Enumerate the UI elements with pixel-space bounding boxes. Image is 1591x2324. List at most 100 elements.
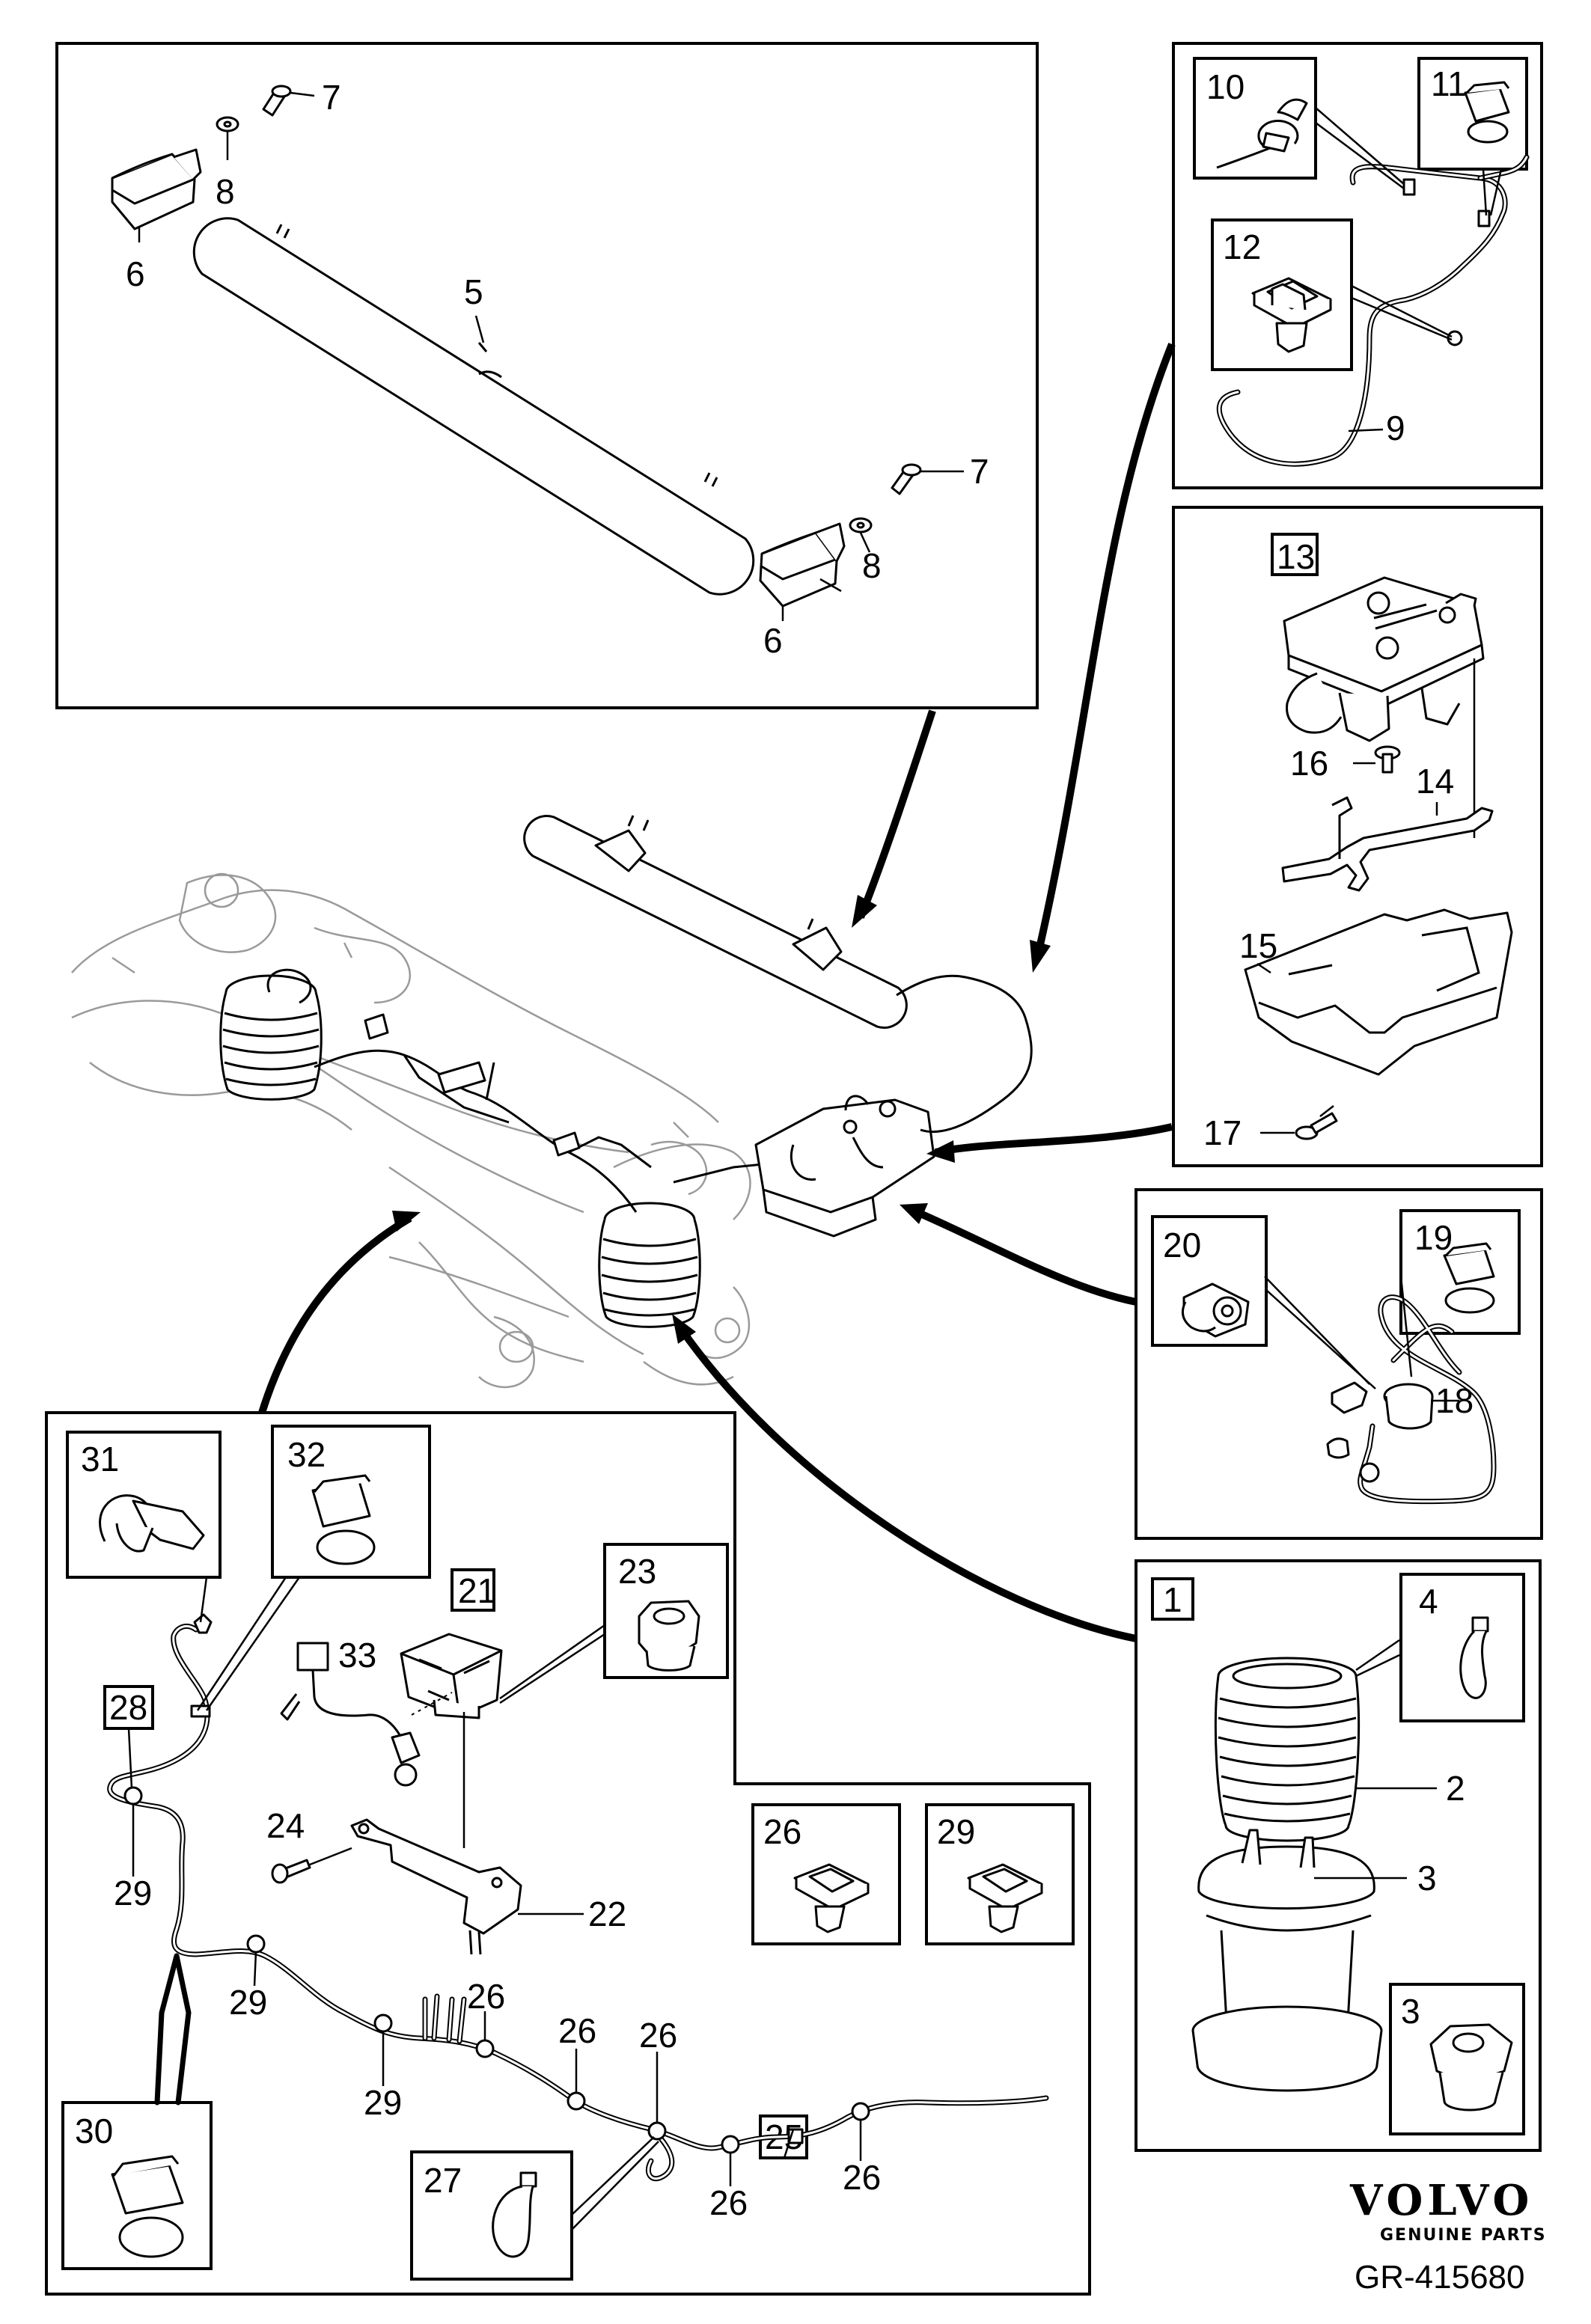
clip-20 [1181, 1282, 1250, 1338]
box-31 [66, 1431, 222, 1579]
label-13: 13 [1277, 537, 1315, 576]
label-18: 18 [1435, 1381, 1474, 1420]
screw-17 [1260, 1105, 1338, 1140]
box-27 [410, 2150, 573, 2281]
bellows-2 [1214, 1657, 1361, 1842]
cable-tie-4 [1459, 1616, 1489, 1699]
harness-main [107, 1613, 1049, 2182]
bracket-14 [1281, 796, 1494, 892]
bolt-upper [262, 85, 315, 117]
label-15: 15 [1239, 926, 1277, 965]
strut-top-3 [1191, 1829, 1383, 2092]
screw-16 [1353, 745, 1401, 774]
label-8-upper: 8 [216, 172, 235, 211]
label-31: 31 [81, 1440, 119, 1479]
label-7-lower: 7 [970, 452, 989, 491]
label-32: 32 [287, 1435, 326, 1474]
washer-upper [216, 116, 239, 160]
box-13 [1271, 533, 1319, 576]
label-2: 2 [1446, 1769, 1465, 1808]
cover-15 [1244, 908, 1513, 1076]
label-11: 11 [1431, 64, 1467, 103]
clamp-30 [111, 2155, 184, 2258]
clip-26 [793, 1863, 870, 1933]
frame-reservoir [55, 42, 1039, 709]
harness-33 [280, 1642, 453, 1787]
reservoir-assembled [523, 815, 908, 1029]
label-30: 30 [75, 2112, 113, 2150]
label-4: 4 [1419, 1582, 1438, 1621]
label-17: 17 [1203, 1113, 1242, 1152]
clip-10 [1216, 98, 1308, 169]
compressor-assembled [754, 1095, 935, 1238]
label-26-a: 26 [467, 1977, 505, 2016]
compressor-13 [1283, 576, 1485, 742]
label-23: 23 [618, 1552, 656, 1591]
frame-wiring [45, 1411, 1091, 2296]
label-26-box: 26 [763, 1812, 801, 1851]
label-29-b: 29 [229, 1983, 267, 2022]
label-16: 16 [1290, 744, 1328, 783]
clip-29 [967, 1863, 1043, 1933]
nut-3 [1429, 2023, 1513, 2112]
frame-air-spring [1135, 1559, 1542, 2152]
label-19: 19 [1414, 1218, 1453, 1257]
reservoir-tank [192, 217, 755, 596]
label-29-c: 29 [364, 2083, 402, 2122]
clip-31 [99, 1494, 205, 1553]
label-27: 27 [424, 2161, 462, 2200]
clip-12 [1251, 277, 1332, 353]
washer-lower [849, 517, 873, 553]
air-spring-rear-right [598, 1202, 701, 1328]
label-9: 9 [1386, 409, 1405, 447]
wiring-on-subframe [266, 968, 764, 1213]
box-1 [1151, 1577, 1194, 1621]
mount-bracket-upper [111, 148, 202, 242]
label-3-box: 3 [1401, 1992, 1420, 2031]
mount-bracket-lower [759, 522, 846, 621]
box-21 [451, 1568, 495, 1612]
pointer-arrows [258, 343, 1176, 1642]
screw-24 [271, 1847, 352, 1884]
clamp-19 [1443, 1242, 1495, 1314]
label-22: 22 [588, 1895, 626, 1933]
label-33: 33 [338, 1636, 376, 1675]
box-4 [1399, 1573, 1525, 1722]
label-12: 12 [1223, 227, 1261, 266]
label-7-upper: 7 [322, 78, 341, 117]
label-21: 21 [458, 1571, 496, 1610]
label-3: 3 [1417, 1859, 1437, 1898]
label-24: 24 [266, 1806, 305, 1845]
label-14: 14 [1416, 762, 1454, 801]
grommet-23 [638, 1600, 700, 1672]
brand-tagline: GENUINE PARTS [1380, 2226, 1547, 2245]
diagram-reference: GR-415680 [1355, 2259, 1524, 2296]
label-26-d: 26 [709, 2183, 748, 2222]
frame-pipe-18 [1135, 1188, 1543, 1540]
label-5: 5 [464, 272, 483, 311]
label-26-e: 26 [843, 2158, 881, 2197]
label-26-b: 26 [558, 2011, 596, 2050]
air-spring-rear-left [219, 974, 323, 1101]
bolt-lower [891, 463, 964, 495]
label-26-c: 26 [639, 2016, 677, 2055]
frame-compressor [1172, 506, 1543, 1167]
brand-name: VOLVO [1349, 2176, 1533, 2225]
label-6-lower: 6 [763, 621, 783, 660]
subframe-ghost [71, 872, 751, 1389]
label-8-lower: 8 [862, 546, 882, 585]
pipe-assembled [896, 974, 1033, 1134]
label-6-upper: 6 [126, 254, 145, 293]
cable-tie-27 [492, 2171, 537, 2258]
clamp-32 [311, 1474, 376, 1565]
frame-pipe-9 [1172, 42, 1543, 489]
label-10: 10 [1206, 67, 1245, 106]
pipe-9 [1216, 154, 1530, 467]
label-1: 1 [1163, 1580, 1182, 1619]
relay-21 [400, 1633, 503, 1719]
label-29-a: 29 [114, 1874, 152, 1912]
bracket-22 [350, 1818, 522, 1955]
label-28: 28 [109, 1688, 147, 1727]
label-29-box: 29 [937, 1812, 975, 1851]
